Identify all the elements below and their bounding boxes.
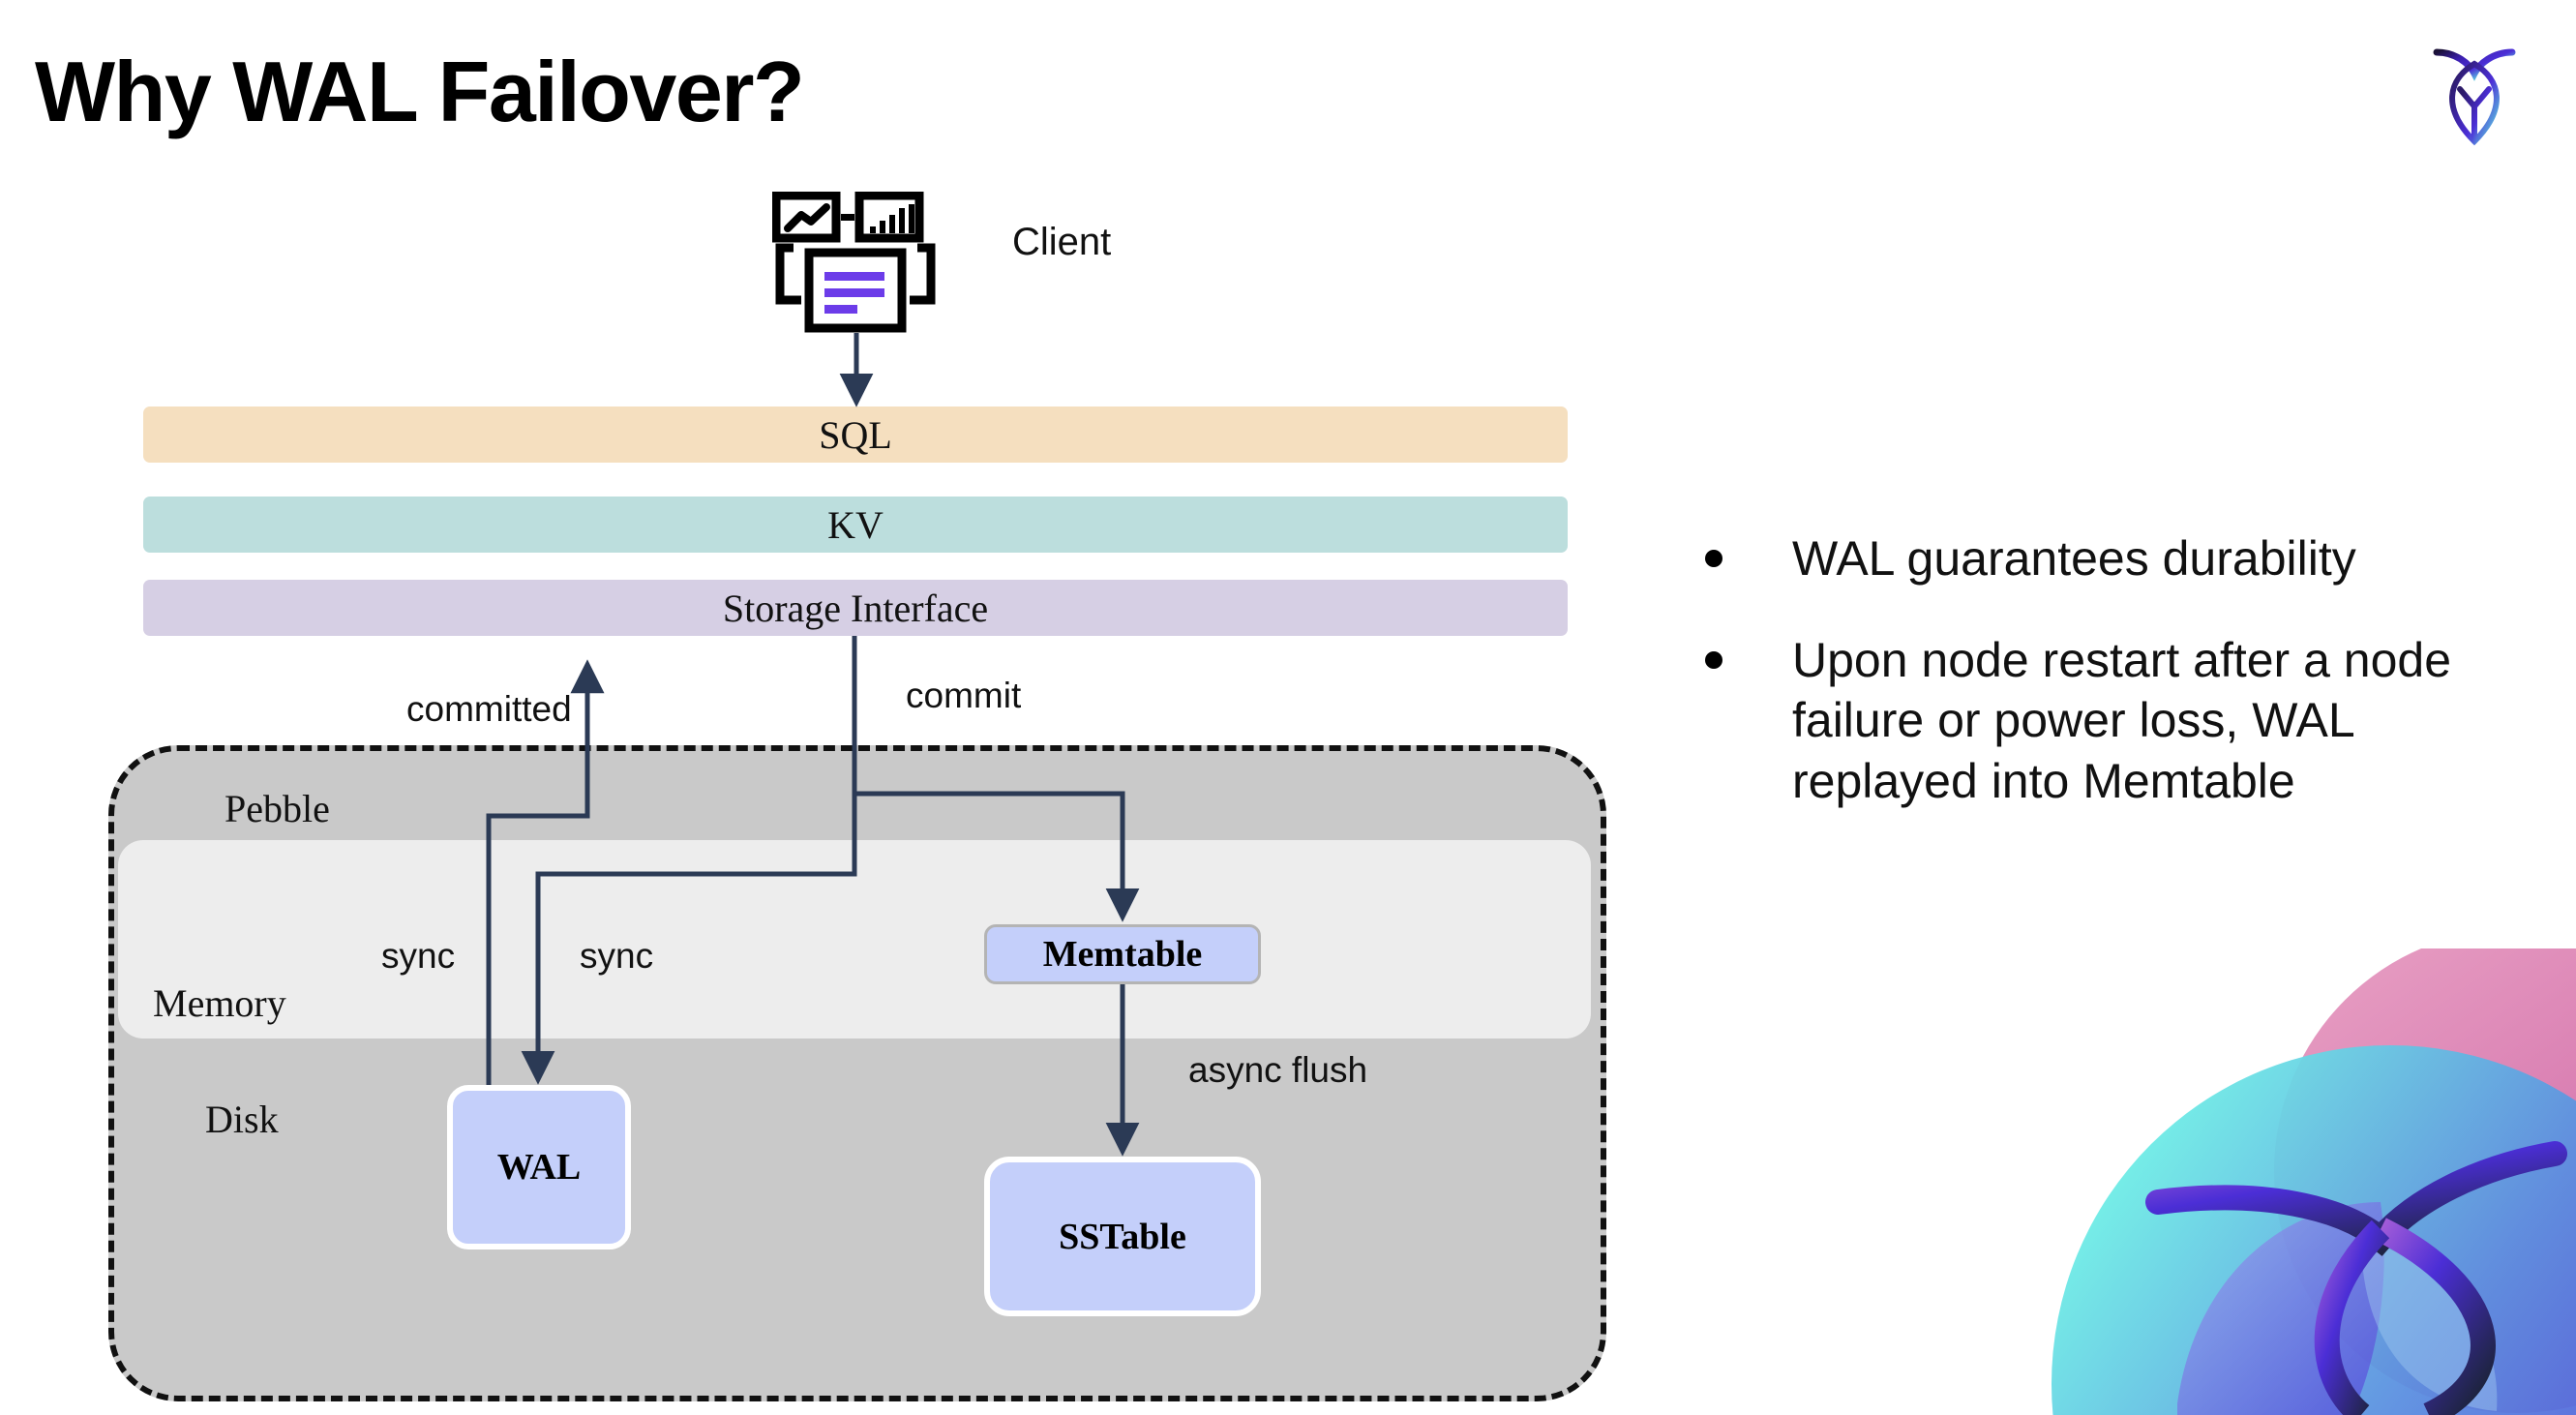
layer-label: KV [827, 502, 884, 547]
node-wal[interactable]: WAL [447, 1085, 631, 1249]
edge-label-sync-left: sync [381, 936, 456, 976]
bullet-dot-icon [1705, 550, 1722, 567]
client-label: Client [1012, 221, 1112, 263]
cockroachdb-logo [2411, 29, 2537, 155]
bullet-text: WAL guarantees durability [1792, 531, 2356, 586]
node-memtable[interactable]: Memtable [984, 924, 1261, 984]
list-item: WAL guarantees durability [1705, 528, 2528, 589]
edge-label-commit: commit [906, 676, 1022, 715]
node-sstable[interactable]: SSTable [984, 1157, 1261, 1316]
node-label: Memtable [1042, 934, 1203, 975]
edge-label-sync-right: sync [580, 936, 654, 976]
client-dashboard-icon [771, 191, 939, 335]
node-label: SSTable [1059, 1216, 1186, 1257]
bullet-text: Upon node restart after a node failure o… [1792, 632, 2452, 808]
layer-bar-storage-interface: Storage Interface [143, 580, 1568, 636]
pebble-label: Pebble [225, 787, 330, 830]
memory-label: Memory [153, 981, 286, 1025]
layer-bar-sql: SQL [143, 406, 1568, 463]
layer-label: SQL [819, 412, 892, 457]
bullet-list: WAL guarantees durability Upon node rest… [1705, 528, 2528, 852]
cockroachdb-brand-mark [1974, 948, 2576, 1415]
page-title: Why WAL Failover? [35, 44, 805, 139]
memory-region [118, 840, 1591, 1039]
layer-bar-kv: KV [143, 497, 1568, 553]
node-label: WAL [496, 1147, 582, 1188]
disk-label: Disk [205, 1098, 279, 1141]
edge-label-committed: committed [406, 689, 572, 729]
edge-label-async-flush: async flush [1188, 1050, 1368, 1090]
bullet-dot-icon [1705, 650, 1722, 669]
layer-label: Storage Interface [722, 586, 989, 630]
list-item: Upon node restart after a node failure o… [1705, 630, 2528, 812]
